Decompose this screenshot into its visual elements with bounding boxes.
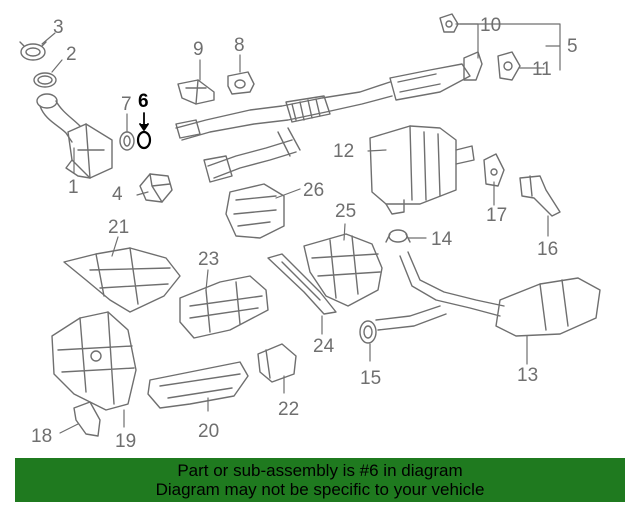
callout-8: 8 (234, 35, 245, 56)
muffler-part-12 (369, 125, 475, 215)
heat-shield-part-22 (257, 343, 297, 383)
callout-16: 16 (537, 239, 559, 260)
highlight-leader-line (139, 112, 149, 131)
callout-12: 12 (333, 141, 355, 162)
callout-23: 23 (198, 249, 220, 270)
heat-shield-part-19 (51, 311, 137, 411)
gasket-part-15 (359, 320, 377, 344)
clamp-part-3 (19, 41, 47, 61)
heat-shield-part-25 (303, 233, 383, 307)
callout-25: 25 (335, 201, 357, 222)
callout-11: 11 (532, 59, 552, 80)
callout-5: 5 (567, 36, 578, 57)
bracket-part-16 (519, 175, 561, 217)
callout-15: 15 (360, 368, 382, 389)
heat-shield-part-24 (267, 253, 337, 315)
callout-18: 18 (31, 426, 53, 447)
callout-2: 2 (66, 44, 77, 65)
clamp-part-14 (385, 229, 411, 243)
hanger-part-5 (463, 51, 521, 81)
callout-26: 26 (303, 180, 325, 201)
exhaust-system-diagram (19, 13, 601, 437)
callout-14: 14 (431, 229, 453, 250)
callout-22: 22 (278, 399, 300, 420)
callout-4: 4 (112, 184, 123, 205)
callout-7: 7 (121, 94, 132, 115)
heat-shield-part-23 (179, 275, 269, 339)
callout-9: 9 (193, 39, 204, 60)
callout-10: 10 (480, 15, 502, 36)
front-pipe-catalyst-part-1 (36, 93, 113, 179)
info-banner: Part or sub-assembly is #6 in diagram Di… (15, 458, 625, 502)
leader-lines (41, 23, 561, 434)
gasket-part-2 (33, 72, 57, 88)
seal-ring-part-7 (119, 131, 135, 151)
callout-17: 17 (486, 205, 508, 226)
bracket-part-10 (439, 13, 459, 33)
rear-silencer-part-13 (375, 251, 601, 337)
callout-1: 1 (68, 177, 79, 198)
bracket-part-17 (483, 153, 505, 187)
callout-19: 19 (115, 431, 137, 452)
heat-shield-part-18 (73, 401, 101, 437)
callout-3: 3 (53, 17, 64, 38)
seal-ring-part-6 (136, 130, 152, 150)
bracket-part-4 (139, 173, 173, 203)
callout-20: 20 (198, 421, 220, 442)
banner-line-1: Part or sub-assembly is #6 in diagram (177, 461, 463, 480)
heat-shield-part-26 (225, 183, 285, 239)
heat-shield-part-21 (63, 247, 181, 313)
callout-24: 24 (313, 336, 335, 357)
callout-13: 13 (517, 365, 539, 386)
hanger-part-8 (227, 71, 255, 95)
mount-part-9 (177, 79, 215, 105)
banner-line-2: Diagram may not be specific to your vehi… (155, 480, 485, 499)
callout-21: 21 (108, 217, 130, 238)
intermediate-pipe-assembly (175, 63, 471, 183)
heat-shield-part-20 (147, 361, 249, 409)
callout-6-highlighted: 6 (138, 91, 149, 112)
